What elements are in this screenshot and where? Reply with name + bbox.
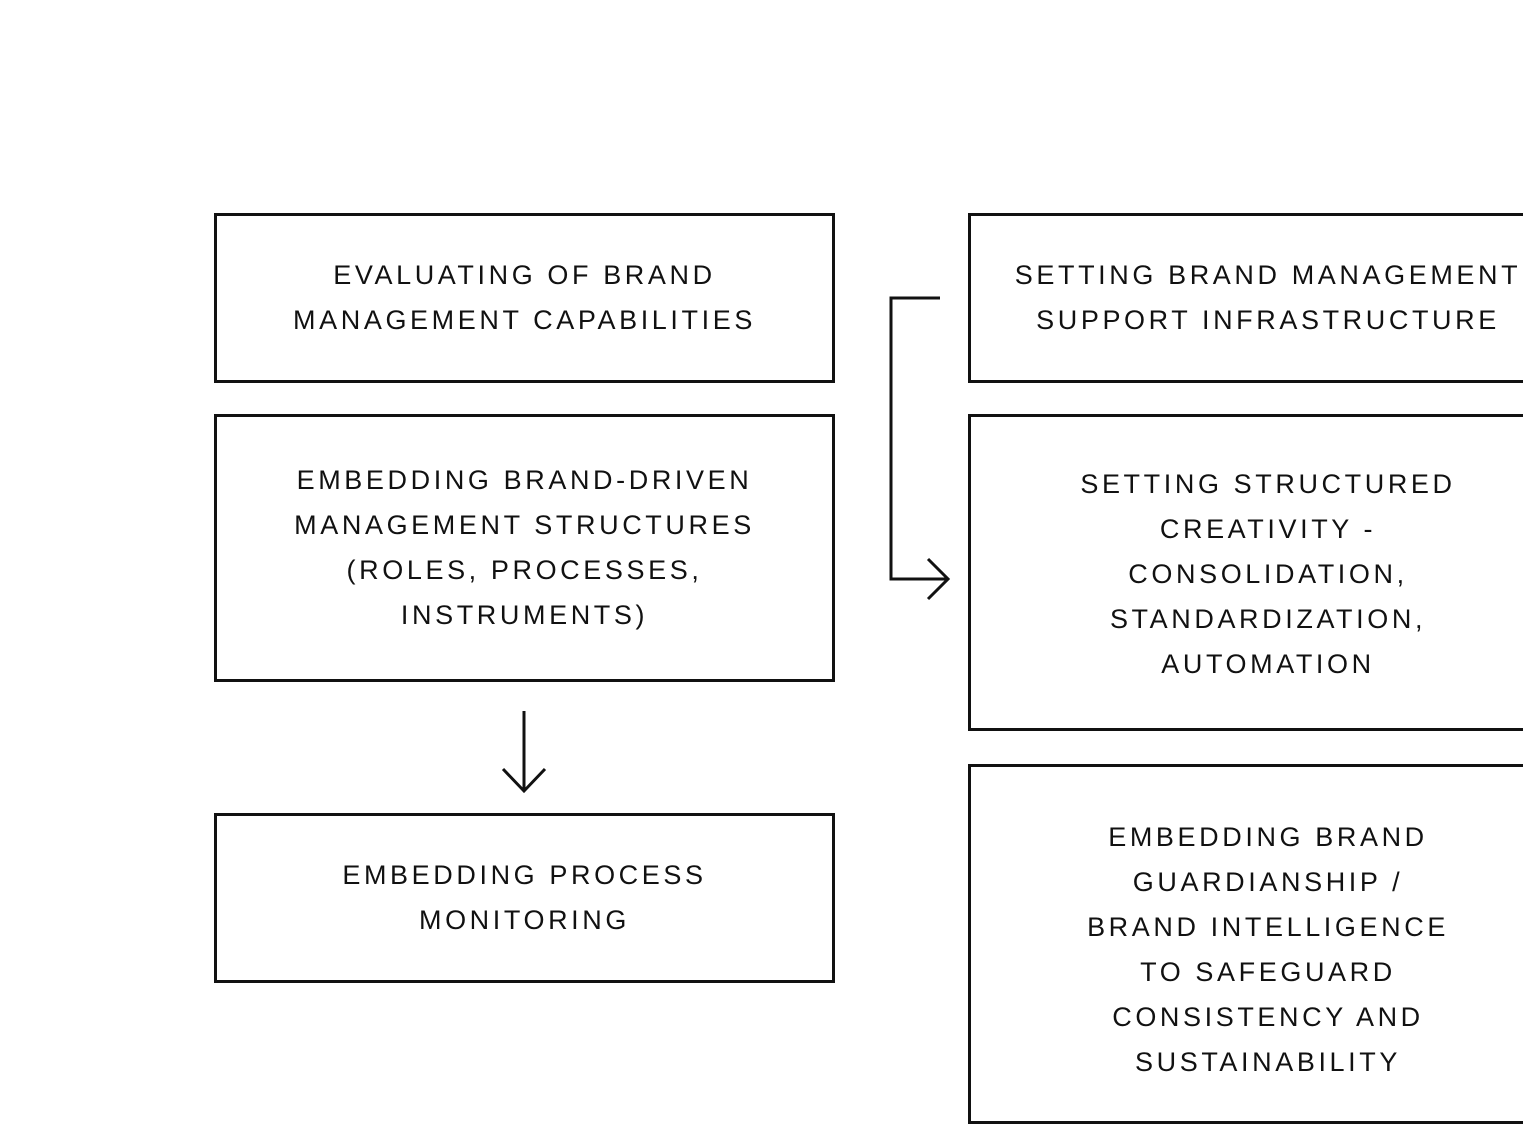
node-evaluating-capabilities-label: EVALUATING OF BRAND MANAGEMENT CAPABILIT… bbox=[293, 260, 756, 335]
node-embedding-process-monitoring-label: EMBEDDING PROCESS MONITORING bbox=[342, 860, 707, 935]
node-evaluating-capabilities: EVALUATING OF BRAND MANAGEMENT CAPABILIT… bbox=[214, 213, 835, 383]
node-embedding-management-structures: EMBEDDING BRAND-DRIVEN MANAGEMENT STRUCT… bbox=[214, 414, 835, 682]
node-support-infrastructure: SETTING BRAND MANAGEMENT SUPPORT INFRAST… bbox=[968, 213, 1523, 383]
node-structured-creativity-label: SETTING STRUCTURED CREATIVITY - CONSOLID… bbox=[1080, 469, 1456, 679]
arrow-bracket-connector bbox=[889, 296, 951, 601]
arrow-down-connector bbox=[501, 711, 547, 794]
node-brand-guardianship: EMBEDDING BRAND GUARDIANSHIP / BRAND INT… bbox=[968, 764, 1523, 1124]
node-structured-creativity: SETTING STRUCTURED CREATIVITY - CONSOLID… bbox=[968, 414, 1523, 731]
node-brand-guardianship-label: EMBEDDING BRAND GUARDIANSHIP / BRAND INT… bbox=[1087, 822, 1449, 1077]
node-embedding-process-monitoring: EMBEDDING PROCESS MONITORING bbox=[214, 813, 835, 983]
node-support-infrastructure-label: SETTING BRAND MANAGEMENT SUPPORT INFRAST… bbox=[1014, 260, 1522, 335]
node-embedding-management-structures-label: EMBEDDING BRAND-DRIVEN MANAGEMENT STRUCT… bbox=[294, 465, 755, 630]
